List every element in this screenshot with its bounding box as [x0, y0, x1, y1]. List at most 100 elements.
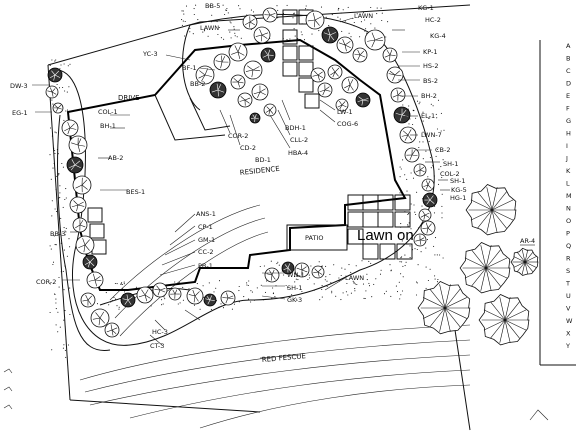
- tag-gm1: GM-1: [198, 236, 215, 244]
- tag-sh1a: SH-1: [443, 160, 459, 168]
- plant-symbol: [336, 36, 354, 54]
- plant-symbol: [136, 286, 154, 304]
- tag-hba4: HBA-4: [288, 149, 308, 157]
- tree-canopy: [417, 281, 471, 335]
- plant-symbol: [249, 112, 261, 124]
- tag-ct3: CT-3: [150, 342, 164, 350]
- plant-symbol: [72, 217, 88, 233]
- tag-lawn-mid: LAWN: [354, 12, 373, 20]
- plant-symbol: [382, 47, 398, 63]
- tag-kg5: KG-5: [451, 186, 467, 194]
- legend-letter: M: [566, 192, 572, 200]
- plant-symbol: [422, 192, 438, 208]
- residence-label: RESIDENCE: [239, 165, 280, 177]
- plant-symbol: [341, 76, 359, 94]
- plant-symbol: [327, 64, 343, 80]
- plant-symbol: [253, 26, 271, 44]
- tag-bes1: BES-1: [126, 188, 145, 196]
- plant-symbol: [294, 262, 310, 278]
- tag-wn1: WN-1: [287, 271, 305, 279]
- tree-canopy: [478, 294, 530, 346]
- plant-symbol: [413, 163, 427, 177]
- plant-symbol: [390, 87, 406, 103]
- tag-col2: COL-2: [440, 170, 460, 178]
- tag-eg1: EG-1: [12, 109, 28, 117]
- tag-yc3: YC-3: [142, 50, 158, 58]
- plant-symbol: [386, 66, 404, 84]
- legend-letter: F: [566, 105, 570, 113]
- tag-sh1b: SH-1: [450, 177, 466, 185]
- tag-col1: COL-1: [98, 108, 118, 116]
- plant-symbol: [68, 135, 88, 155]
- legend-letter: V: [566, 305, 571, 313]
- tag-hg1: HG-1: [450, 194, 466, 202]
- plant-symbol: [47, 67, 63, 83]
- leader-lines: [32, 17, 535, 359]
- tag-lawn-b: LAWN: [345, 274, 364, 282]
- legend-letter: N: [566, 205, 571, 213]
- tag-cb2: CB-2: [435, 146, 450, 154]
- plant-symbol: [61, 119, 79, 137]
- plant-symbol: [66, 156, 84, 174]
- plant-symbol: [317, 82, 333, 98]
- plant-symbol: [213, 53, 231, 71]
- tag-dw3: DW-3: [10, 82, 28, 90]
- plant-symbol: [82, 254, 98, 270]
- plant-symbol: [168, 287, 182, 301]
- tag-cp1: CP-1: [198, 223, 213, 231]
- plant-symbol: [120, 292, 136, 308]
- fescue-label: RED FESCUE: [261, 352, 306, 364]
- legend-letter: X: [566, 330, 571, 338]
- margin-marks: [3, 368, 549, 421]
- tree-canopy: [465, 184, 517, 236]
- tag-pb1: PB-1: [198, 262, 213, 270]
- plant-symbol: [186, 287, 204, 305]
- plant-symbol: [220, 290, 236, 306]
- legend-letter: H: [566, 130, 571, 138]
- legend-letter: I: [566, 142, 568, 150]
- plant-symbol: [52, 102, 64, 114]
- plant-symbol: [104, 322, 120, 338]
- legend-letter: U: [566, 292, 571, 300]
- plant-symbol: [305, 10, 325, 30]
- tag-bf1: BF-1: [182, 64, 197, 72]
- tag-bb2: BB-2: [190, 80, 205, 88]
- legend-letter: J: [565, 155, 568, 163]
- legend-letter: R: [566, 255, 571, 263]
- plant-symbols: [45, 7, 438, 338]
- plant-symbol: [203, 293, 217, 307]
- tag-cog6: COG-6: [337, 120, 358, 128]
- tag-ar4: AR-4: [520, 237, 535, 245]
- plant-symbol: [230, 74, 246, 90]
- plant-symbol: [251, 83, 269, 101]
- plant-symbol: [152, 282, 168, 298]
- tag-hc2: HC-2: [425, 16, 441, 24]
- tag-bd1: BD-1: [255, 156, 271, 164]
- legend-letter: B: [566, 55, 570, 63]
- legend-letter: D: [566, 80, 571, 88]
- legend-letter: P: [566, 230, 570, 238]
- plant-symbol: [355, 92, 371, 108]
- lawn-on-label: Lawn on: [357, 227, 414, 244]
- plant-symbol: [321, 26, 339, 44]
- plant-symbol: [420, 220, 436, 236]
- patio-slab: [286, 224, 348, 251]
- legend-letter: T: [565, 280, 570, 288]
- patio: [87, 9, 413, 260]
- plant-symbol: [281, 261, 295, 275]
- tag-lawn-top: LAWN: [200, 24, 219, 32]
- plant-symbol: [209, 81, 227, 99]
- tag-el1: EL-1: [421, 112, 435, 120]
- plant-symbol: [86, 271, 104, 289]
- tag-ans1: ANS-1: [196, 210, 216, 218]
- legend-letter: A: [566, 42, 571, 50]
- tag-cd2: CD-2: [240, 144, 256, 152]
- plant-symbol: [404, 147, 420, 163]
- tag-cll2: CLL-2: [290, 136, 308, 144]
- legend-letter: Y: [565, 342, 570, 350]
- walk-pavers-top: [282, 9, 320, 109]
- legend-letter: C: [566, 67, 571, 75]
- drive-label: DRIVE: [118, 94, 140, 102]
